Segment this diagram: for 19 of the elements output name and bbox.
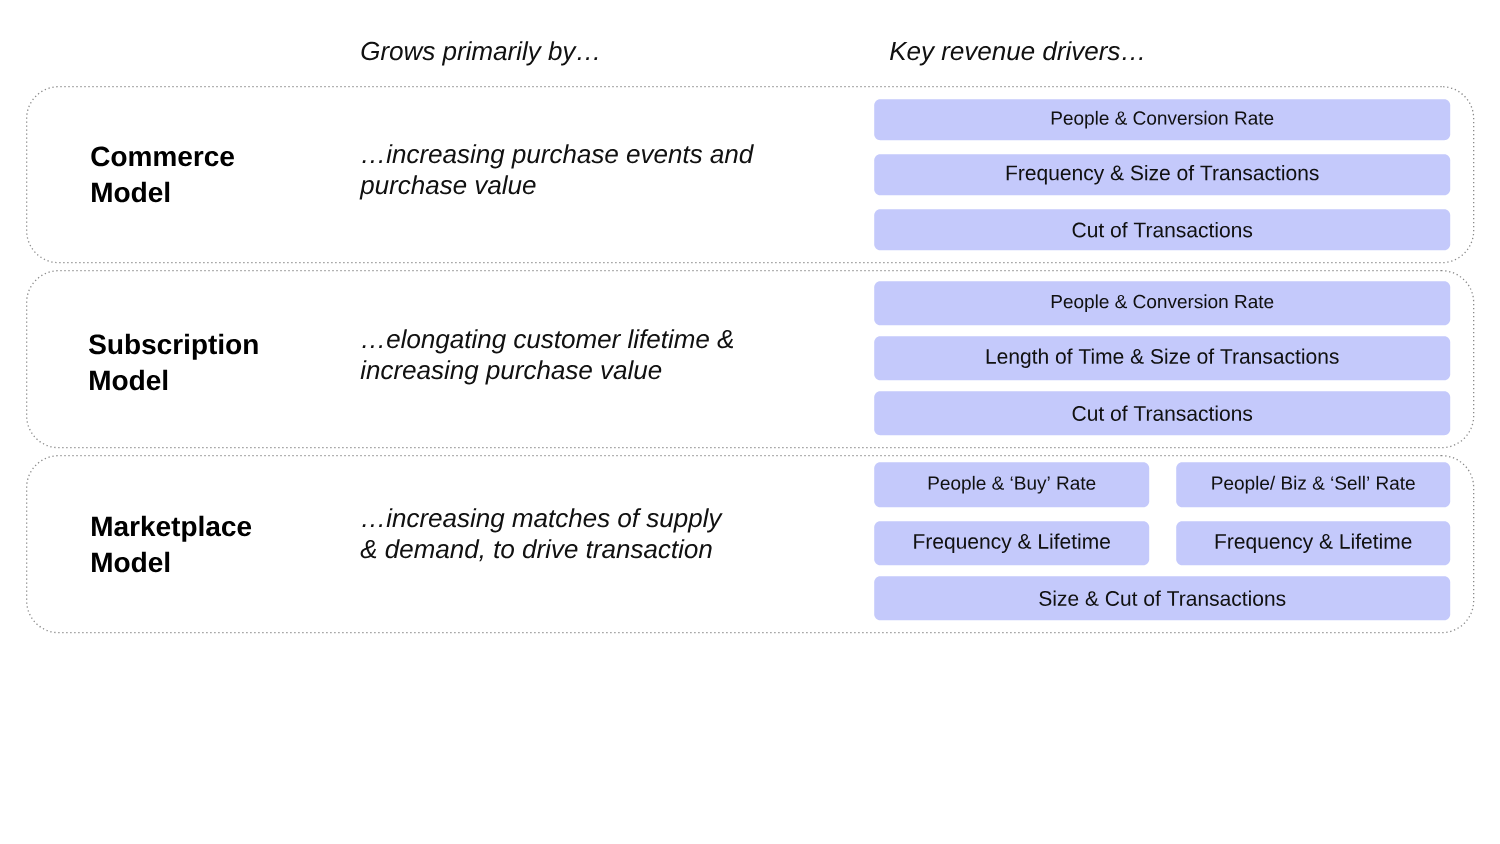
model-title: Subscription Model bbox=[89, 333, 258, 391]
driver-box: Size & Cut of Transactions bbox=[874, 576, 1451, 621]
driver-box: Frequency & Lifetime bbox=[874, 521, 1150, 566]
description-text: …increasing purchase events and purchase value bbox=[359, 144, 754, 200]
driver-box: People & ‘Buy’ Rate bbox=[874, 462, 1150, 508]
driver-box: People & Conversion Rate bbox=[874, 99, 1451, 141]
description-text: …elongating customer lifetime & increasing purchase value bbox=[360, 329, 734, 385]
model-title: Commerce Model bbox=[91, 146, 234, 203]
driver-box: Cut of Transactions bbox=[874, 209, 1451, 251]
model-title: Marketplace Model bbox=[92, 515, 252, 573]
driver-box: Cut of Transactions bbox=[874, 391, 1451, 436]
description-text: …increasing matches of supply & demand, to drive transaction bbox=[360, 508, 723, 562]
column-header: Key revenue drivers… bbox=[890, 41, 1143, 66]
driver-box: Frequency & Lifetime bbox=[1176, 521, 1451, 566]
driver-box: People & Conversion Rate bbox=[874, 281, 1451, 326]
driver-box: Frequency & Size of Transactions bbox=[874, 154, 1451, 196]
driver-box: Length of Time & Size of Transactions bbox=[874, 336, 1451, 381]
column-header: Grows primarily by… bbox=[361, 41, 598, 66]
driver-box: People/ Biz & ‘Sell’ Rate bbox=[1176, 462, 1451, 508]
